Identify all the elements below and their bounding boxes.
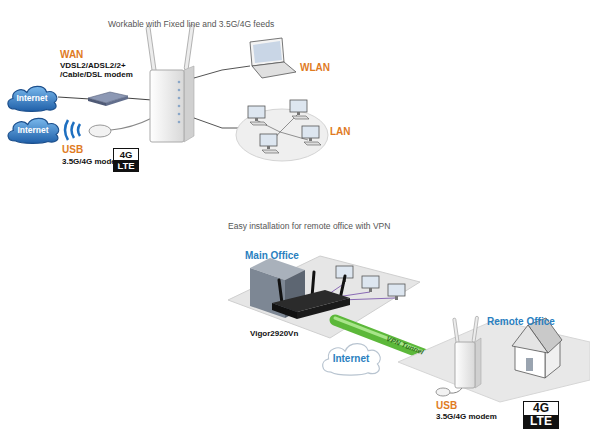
router <box>150 70 184 142</box>
router-led <box>178 89 181 92</box>
lte-badge: 4G LTE <box>523 401 559 429</box>
house-door <box>526 358 533 371</box>
modem-label: VDSL2/ADSL2/2+ /Cable/DSL modem <box>60 61 152 79</box>
pc-monitor <box>362 276 379 288</box>
usb-modem <box>436 388 450 396</box>
remote-platform <box>398 320 590 402</box>
office-platform <box>228 256 420 338</box>
laptop <box>250 38 284 66</box>
lan-pc <box>260 134 279 153</box>
dsl-modem <box>88 98 106 106</box>
modem-label: 3.5G/4G modem <box>62 157 123 166</box>
laptop <box>252 62 296 78</box>
router-led <box>178 113 181 116</box>
usb-cable <box>111 118 152 130</box>
modem-label: 3.5G/4G modem <box>436 412 497 421</box>
pc-monitor <box>290 100 307 112</box>
router-led <box>178 105 181 108</box>
house-roof <box>512 325 548 353</box>
router <box>184 66 194 142</box>
lan-pc <box>248 106 267 125</box>
antenna <box>472 316 479 342</box>
usb-cable <box>449 388 462 393</box>
pc-stand <box>309 138 312 141</box>
internet-cloud: Internet <box>4 82 60 112</box>
port-label: USB <box>62 144 83 156</box>
wan-cable <box>126 98 152 100</box>
badge-label: 4G LTE <box>525 402 557 428</box>
port-label: WAN <box>60 49 83 61</box>
pc-monitor <box>302 126 319 138</box>
wan-cable <box>58 97 90 99</box>
remote-router <box>455 342 475 388</box>
office-pc <box>362 276 379 292</box>
antenna <box>453 318 460 344</box>
pc-keyboard <box>292 116 309 119</box>
port-label: USB <box>436 400 457 412</box>
pc-stand <box>267 146 270 149</box>
antenna <box>184 24 194 70</box>
antenna <box>146 26 156 72</box>
vigor-router <box>297 298 350 319</box>
usb-modem <box>89 125 111 137</box>
pc-keyboard <box>304 142 321 145</box>
router-led <box>178 81 181 84</box>
device-label: Vigor2920Vn <box>250 329 298 338</box>
router-led <box>178 121 181 124</box>
pc-stand <box>369 288 372 292</box>
laptop-screen <box>253 41 282 63</box>
port-label: WLAN <box>300 62 330 74</box>
wireless-wave <box>65 120 68 140</box>
cloud-label: Internet <box>318 353 384 364</box>
site-label: Main Office <box>245 250 299 262</box>
cloud-label: Internet <box>4 125 62 135</box>
pc-monitor <box>248 106 265 118</box>
wlan-link <box>194 66 250 78</box>
dsl-modem <box>106 96 128 106</box>
antenna <box>279 280 282 303</box>
internet-cloud: Internet <box>318 338 384 376</box>
wireless-wave <box>78 124 80 136</box>
remote-router <box>475 338 481 388</box>
wireless-wave <box>72 122 75 138</box>
pc-monitor <box>260 134 277 146</box>
pc-keyboard <box>262 150 279 153</box>
internet-cloud: Internet <box>4 114 62 144</box>
pc-monitor <box>388 284 405 296</box>
site-label: Remote Office <box>487 316 555 328</box>
section-heading: Easy installation for remote office with… <box>228 222 390 232</box>
pc-stand <box>255 118 258 121</box>
office-pc <box>388 284 405 300</box>
diagram-title: Workable with Fixed line and 3.5G/4G fee… <box>108 20 274 30</box>
port-label: LAN <box>330 126 351 138</box>
cloud-label: Internet <box>4 93 60 103</box>
router-led <box>178 97 181 100</box>
vigor-router <box>272 303 297 319</box>
pc-stand <box>297 112 300 115</box>
lan-pc <box>290 100 309 119</box>
pc-stand <box>395 296 398 300</box>
lan-pc <box>302 126 321 145</box>
pc-keyboard <box>250 122 267 125</box>
